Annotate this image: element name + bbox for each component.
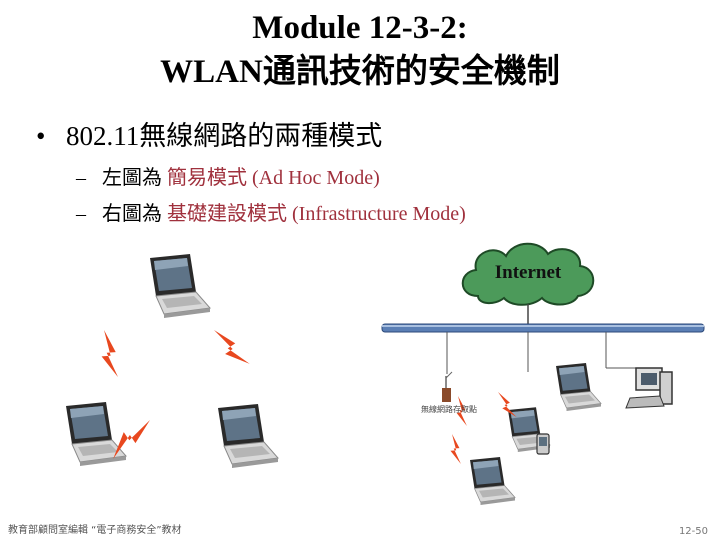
laptop-icon <box>218 404 278 468</box>
lightning-icon <box>498 390 517 420</box>
desktop-icon <box>626 368 672 408</box>
lightning-icon <box>96 330 125 377</box>
page-number: 12-50 <box>679 526 708 537</box>
lightning-icon <box>214 322 250 371</box>
laptop-icon <box>66 402 126 466</box>
pda-icon <box>537 434 549 454</box>
footer-source: 教育部顧問室編輯 “電子商務安全”教材 <box>8 521 182 536</box>
adhoc-diagram <box>66 254 278 468</box>
backbone-bar <box>382 324 704 332</box>
access-point-label: 無線網路存取點 <box>421 404 477 415</box>
access-point-icon <box>442 372 452 402</box>
cloud-label: Internet <box>495 262 562 283</box>
laptop-icon <box>556 363 601 411</box>
laptop-icon <box>470 457 515 505</box>
laptop-icon <box>150 254 210 318</box>
lightning-icon <box>447 434 466 464</box>
